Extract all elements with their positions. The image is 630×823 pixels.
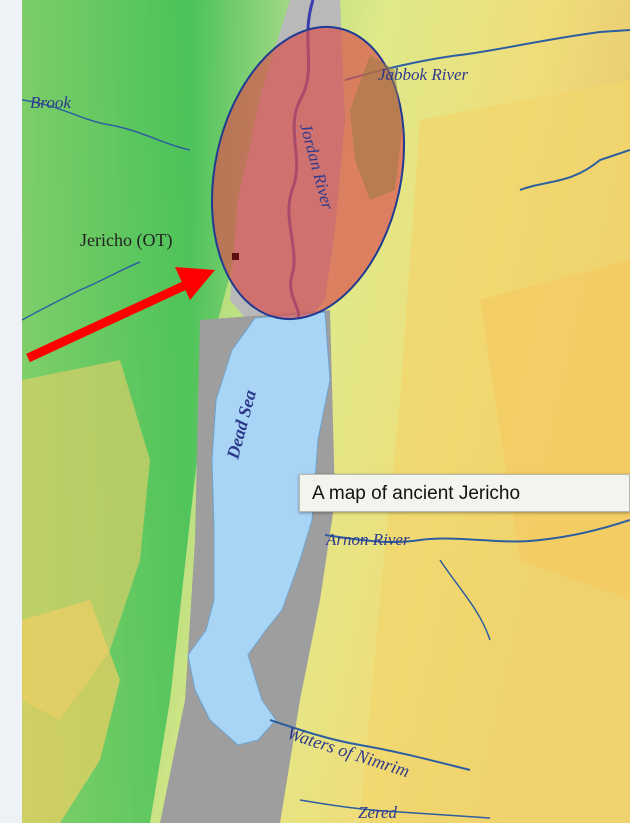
red-arrow-head — [175, 267, 215, 300]
arnon-river-line — [324, 519, 630, 544]
zered-label: Zered — [358, 803, 398, 822]
tooltip: A map of ancient Jericho — [299, 474, 630, 512]
tooltip-text: A map of ancient Jericho — [312, 483, 521, 504]
jabbok-river-label: Jabbok River — [378, 65, 469, 84]
red-arrow — [26, 278, 192, 363]
jericho-marker — [232, 253, 239, 260]
arnon-river-label: Arnon River — [325, 530, 410, 549]
brook-label: Brook — [30, 93, 71, 112]
jericho-label: Jericho (OT) — [80, 230, 172, 251]
nimrim-river-line — [269, 719, 471, 771]
